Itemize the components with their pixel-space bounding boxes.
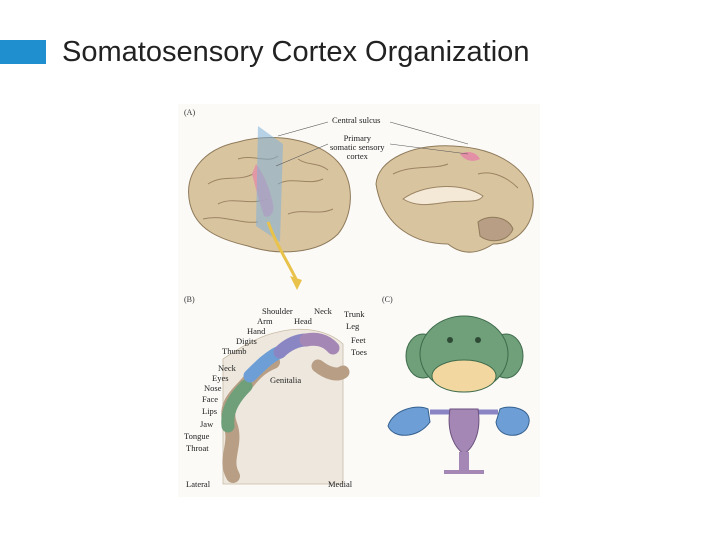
label-head: Head [294, 316, 312, 326]
slide-title: Somatosensory Cortex Organization [62, 36, 530, 68]
label-throat: Throat [186, 443, 209, 453]
label-thumb: Thumb [222, 346, 247, 356]
figure-illustration [188, 121, 534, 485]
title-accent-bar [0, 40, 46, 64]
label-lateral: Lateral [186, 479, 211, 489]
label-digits: Digits [236, 336, 257, 346]
label-feet: Feet [351, 335, 366, 345]
central-sulcus-label: Central sulcus [332, 115, 381, 125]
label-genitalia: Genitalia [270, 375, 302, 385]
label-jaw: Jaw [200, 419, 214, 429]
somatosensory-figure: (A) (B) (C) Central sulcus Primary somat… [178, 104, 540, 497]
cortical-slice [221, 328, 350, 485]
label-trunk: Trunk [344, 309, 365, 319]
leader-lines [275, 121, 469, 167]
label-nose: Nose [204, 383, 222, 393]
label-tongue: Tongue [184, 431, 210, 441]
label-neck-top: Neck [314, 306, 332, 316]
coronal-plane [256, 126, 283, 242]
label-face: Face [202, 394, 219, 404]
panel-c-tag: (C) [382, 295, 393, 304]
label-medial: Medial [328, 479, 353, 489]
panel-b-tag: (B) [184, 295, 195, 304]
homunculus [387, 315, 530, 474]
lateral-brain [188, 126, 351, 290]
primary-cortex-label: Primary somatic sensory cortex [330, 133, 385, 161]
panel-a-tag: (A) [184, 108, 196, 117]
label-lips: Lips [202, 406, 218, 416]
label-neck-side: Neck [218, 363, 236, 373]
label-toes: Toes [351, 347, 367, 357]
label-hand: Hand [247, 326, 266, 336]
label-shoulder: Shoulder [262, 306, 293, 316]
label-eyes: Eyes [212, 373, 229, 383]
label-leg: Leg [346, 321, 360, 331]
arrow-head [290, 276, 302, 290]
label-arm: Arm [257, 316, 273, 326]
medial-brain [375, 145, 534, 253]
